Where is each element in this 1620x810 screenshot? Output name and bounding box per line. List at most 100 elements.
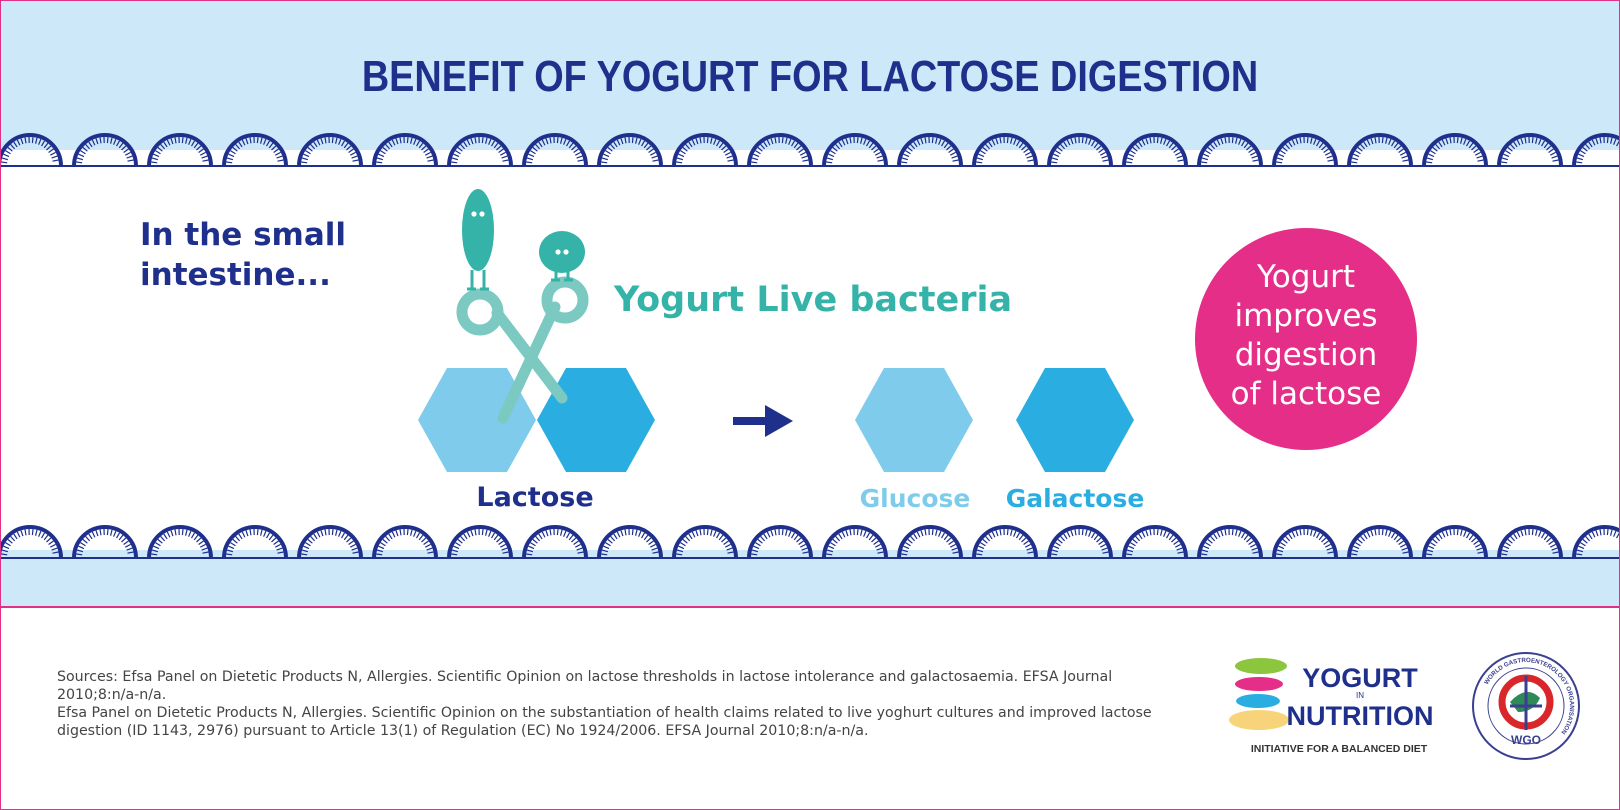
lactose-label: Lactose: [476, 482, 594, 513]
scallop-ticks: [751, 136, 809, 164]
logo-yogurt-text: YOGURT: [1302, 663, 1418, 693]
scallop-arc: [1422, 133, 1488, 167]
source-item: Sources: Efsa Panel on Dietetic Products…: [57, 669, 1113, 703]
scallop-arc: [72, 525, 138, 559]
scallop-arc: [372, 525, 438, 559]
wgo-abbr-text: WGO: [1511, 733, 1541, 747]
scallop-ticks: [1051, 528, 1109, 556]
scallop-arc: [1047, 133, 1113, 167]
scallop-arc: [822, 133, 888, 167]
scallop-ticks: [826, 528, 884, 556]
bacteria-label: Yogurt Live bacteria: [614, 280, 1013, 320]
scallop-arc: [822, 525, 888, 559]
scallop-arc: [972, 133, 1038, 167]
scallop-ticks: [1351, 528, 1409, 556]
scallop-arc: [372, 133, 438, 167]
scallop-arc: [747, 525, 813, 559]
stacked-pills-icon: [1229, 658, 1289, 730]
scallop-ticks: [1351, 136, 1409, 164]
scallop-arc: [222, 525, 288, 559]
scallop-arc: [222, 133, 288, 167]
scallop-arc: [1347, 525, 1413, 559]
scallop-arc: [1497, 133, 1563, 167]
scallop-ticks: [901, 528, 959, 556]
scallop-ticks: [1, 136, 59, 164]
scallop-ticks: [1426, 136, 1484, 164]
scallop-arc: [1122, 133, 1188, 167]
scallop-ticks: [601, 528, 659, 556]
scallop-ticks: [1501, 136, 1559, 164]
benefit-badge: [1195, 228, 1417, 450]
scallop-ticks: [1276, 136, 1334, 164]
scallop-ticks: [1426, 528, 1484, 556]
scallop-ticks: [751, 528, 809, 556]
scallop-arc: [672, 525, 738, 559]
lactose-hexagon-right: [537, 368, 655, 472]
yogurt-in-nutrition-logo: YOGURT IN NUTRITION INITIATIVE FOR A BAL…: [1229, 658, 1434, 755]
logo-nutrition-text: NUTRITION: [1287, 701, 1434, 731]
scallop-arc: [747, 133, 813, 167]
footer-divider: [0, 606, 1620, 608]
scallop-arc: [1122, 525, 1188, 559]
bacterium-tall-icon: [462, 189, 494, 291]
sources: Sources: Efsa Panel on Dietetic Products…: [57, 668, 1197, 740]
scallop-ticks: [451, 136, 509, 164]
scallop-ticks: [976, 136, 1034, 164]
scallop-arc: [522, 133, 588, 167]
scallop-arc: [1572, 525, 1620, 559]
bacterium-round-icon: [539, 231, 585, 282]
glucose-label: Glucose: [859, 484, 971, 513]
scallop-ticks: [76, 528, 134, 556]
scissors-icon: [456, 276, 589, 424]
lactose-hexagon-left: [418, 368, 536, 472]
scallop-arc: [1197, 133, 1263, 167]
scallop-ticks: [976, 528, 1034, 556]
scallop-arc: [597, 525, 663, 559]
scallop-arc: [597, 133, 663, 167]
scallop-arc: [897, 525, 963, 559]
galactose-hexagon: [1016, 368, 1134, 472]
scallop-ticks: [1126, 136, 1184, 164]
scallop-arc: [447, 525, 513, 559]
lactose-digestion-diagram: [418, 189, 1134, 472]
scallop-ticks: [151, 136, 209, 164]
scallop-ticks: [1501, 528, 1559, 556]
scallop-ticks: [376, 528, 434, 556]
glucose-hexagon: [855, 368, 973, 472]
scallop-arc: [1572, 133, 1620, 167]
scallop-arc: [0, 133, 63, 167]
arrow-right-icon: [733, 405, 793, 437]
scallop-arc: [72, 133, 138, 167]
scallop-ticks: [376, 136, 434, 164]
scallop-ticks: [1201, 136, 1259, 164]
scallop-ticks: [1201, 528, 1259, 556]
scallop-ticks: [1, 528, 59, 556]
scallop-ticks: [901, 136, 959, 164]
scallop-border-top: [0, 133, 1620, 167]
wgo-logo: WORLD GASTROENTEROLOGY ORGANISATION WGO: [1472, 652, 1580, 760]
scallop-ticks: [1051, 136, 1109, 164]
scallop-arc: [1272, 525, 1338, 559]
scallop-arc: [0, 525, 63, 559]
scallop-ticks: [451, 528, 509, 556]
scallop-arc: [972, 525, 1038, 559]
scallop-ticks: [1576, 528, 1620, 556]
scallop-ticks: [676, 528, 734, 556]
scallop-arc: [1347, 133, 1413, 167]
scallop-arc: [672, 133, 738, 167]
source-item: Efsa Panel on Dietetic Products N, Aller…: [57, 705, 1152, 739]
galactose-label: Galactose: [1005, 484, 1145, 513]
scallop-arc: [1047, 525, 1113, 559]
scallop-border-bottom: [0, 525, 1620, 559]
scallop-ticks: [301, 528, 359, 556]
scallop-arc: [147, 133, 213, 167]
scallop-arc: [297, 133, 363, 167]
scallop-ticks: [1276, 528, 1334, 556]
bottom-band: [0, 550, 1620, 607]
scallop-ticks: [601, 136, 659, 164]
scallop-arc: [1422, 525, 1488, 559]
scallop-ticks: [226, 528, 284, 556]
scallop-ticks: [1576, 136, 1620, 164]
scallop-arc: [297, 525, 363, 559]
